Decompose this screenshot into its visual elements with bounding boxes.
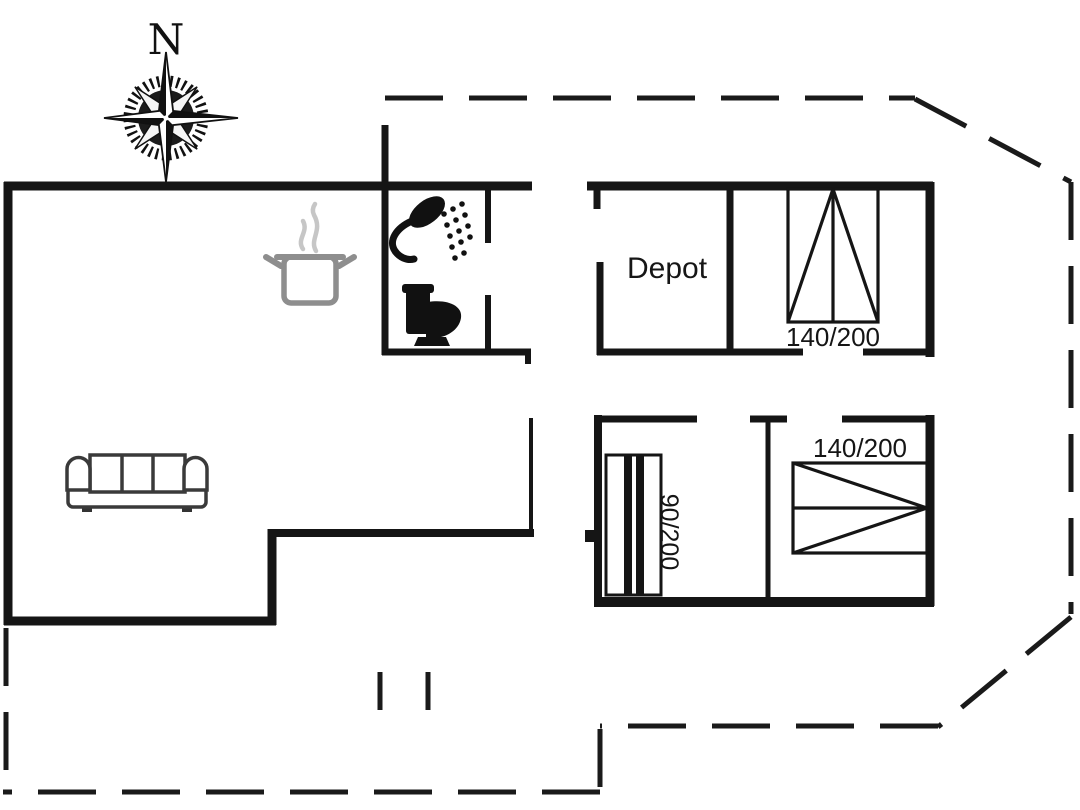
toilet-base xyxy=(414,337,450,346)
bed-diagonal xyxy=(792,461,928,510)
double-bed-icon xyxy=(791,461,929,555)
pot-handle-right xyxy=(336,254,357,269)
terrace-boundary-segment-diagonal-bottomright xyxy=(936,615,1073,729)
bed-outline xyxy=(604,453,663,597)
compass-west-point xyxy=(104,118,166,126)
terrace-boundary xyxy=(3,95,1074,795)
sofa-arm-left xyxy=(65,455,92,492)
bed-diagonal xyxy=(831,188,880,323)
pot-body xyxy=(281,254,339,306)
compass-rose-icon xyxy=(103,51,239,183)
walls xyxy=(3,125,935,626)
shower-hose xyxy=(388,217,418,263)
bed-diagonal xyxy=(786,188,835,323)
steam-icon xyxy=(298,201,320,254)
toilet-icon xyxy=(402,284,462,346)
double-bed-icon xyxy=(786,187,880,324)
compass-south-point xyxy=(166,118,174,182)
compass-east-point xyxy=(166,110,238,118)
bed-size-label: 140/200 xyxy=(786,322,880,352)
shower-spray-dots xyxy=(441,201,473,261)
single-bed-icon xyxy=(604,453,663,597)
bed-size-label: 90/200 xyxy=(655,494,683,570)
bed-size-label: 140/200 xyxy=(813,433,907,463)
cooking-pot-icon xyxy=(263,201,357,306)
compass-north-point xyxy=(158,52,166,118)
depot-label: Depot xyxy=(627,252,708,285)
terrace-boundary-segment-diagonal-topright xyxy=(913,96,1073,185)
shower-head xyxy=(409,196,445,228)
compass-rose: N xyxy=(103,15,239,183)
sofa-arm-right xyxy=(182,455,209,492)
pot-handle-left xyxy=(263,254,284,269)
toilet-tank xyxy=(406,290,430,334)
terrace-posts xyxy=(377,672,431,710)
sofa-back xyxy=(88,453,187,494)
bed-diagonal xyxy=(792,506,928,555)
shower-icon xyxy=(388,196,473,263)
sofa-icon xyxy=(65,453,209,512)
toilet-bowl xyxy=(426,301,462,339)
compass-center-dot xyxy=(163,115,169,121)
